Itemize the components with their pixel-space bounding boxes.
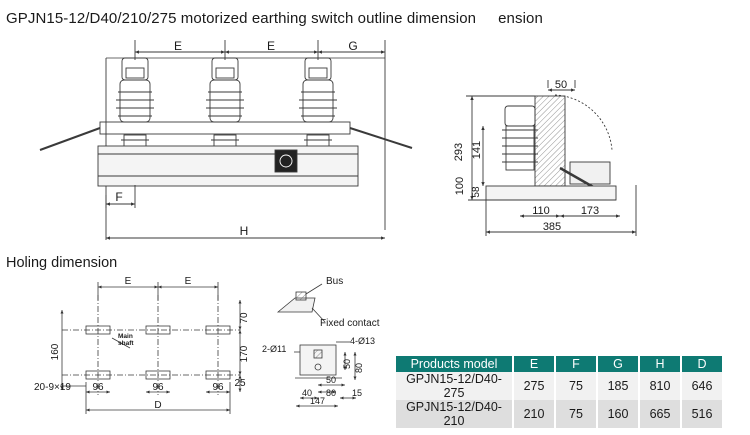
holing-dim-e2: E [185, 276, 192, 287]
dim-293: 293 [453, 143, 465, 161]
holing-dim-70: 70 [239, 312, 250, 324]
dim-110: 110 [532, 205, 550, 217]
contact-view [276, 283, 357, 408]
holing-dim-d: D [154, 400, 161, 411]
contact-dim-15: 15 [352, 388, 362, 398]
bus-label: Bus [326, 276, 343, 287]
holing-dim-96c: 96 [212, 382, 224, 393]
page-title: GPJN15-12/D40/210/275 motorized earthing… [6, 10, 543, 27]
dim-e2: E [267, 39, 275, 53]
cell-g: 160 [597, 400, 640, 428]
cell-model: GPJN15-12/D40-210 [396, 400, 514, 428]
title-main: GPJN15-12/D40/210/275 motorized earthing… [6, 10, 477, 27]
contact-dim-80a: 80 [354, 363, 364, 373]
cell-h: 810 [639, 372, 682, 400]
side-view [466, 80, 637, 236]
holing-dim-e1: E [125, 276, 132, 287]
dim-50: 50 [555, 79, 567, 91]
contact-dim-50b: 50 [326, 375, 336, 385]
cell-d: 646 [681, 372, 724, 400]
holing-view [60, 282, 242, 414]
cell-f: 75 [555, 400, 598, 428]
contact-dim-50a: 50 [342, 359, 352, 369]
holing-dimension-heading: Holing dimension [6, 255, 118, 271]
dim-100: 100 [454, 177, 466, 195]
holing-dim-96b: 96 [152, 382, 164, 393]
col-header-d: D [681, 356, 724, 372]
cell-e: 275 [513, 372, 556, 400]
col-header-f: F [555, 356, 598, 372]
title-tail: ension [498, 10, 543, 27]
holing-dim-160: 160 [50, 343, 61, 360]
col-header-g: G [597, 356, 640, 372]
dim-e1: E [174, 39, 182, 53]
products-table: Products model E F G H D GPJN15-12/D40-2… [396, 356, 724, 428]
holing-dim-25: 25 [234, 378, 246, 389]
col-header-h: H [639, 356, 682, 372]
fixed-contact-label: Fixed contact [320, 318, 380, 329]
dim-f: F [115, 190, 122, 204]
contact-dim-80b: 80 [326, 388, 336, 398]
cell-e: 210 [513, 400, 556, 428]
cell-f: 75 [555, 372, 598, 400]
main-shaft-label-2: shaft [118, 340, 134, 347]
col-header-model: Products model [396, 356, 514, 372]
dim-141: 141 [471, 141, 483, 159]
contact-dim-147: 147 [310, 396, 325, 406]
cell-g: 185 [597, 372, 640, 400]
contact-holes-b: 4-Ø13 [350, 336, 375, 346]
cell-model: GPJN15-12/D40-275 [396, 372, 514, 400]
dim-385: 385 [543, 221, 561, 233]
contact-dim-40: 40 [302, 388, 312, 398]
col-header-e: E [513, 356, 556, 372]
main-shaft-label-1: Main [118, 333, 133, 340]
cell-d: 516 [681, 400, 724, 428]
holing-dim-96a: 96 [92, 382, 104, 393]
dim-g: G [348, 39, 357, 53]
table-row: GPJN15-12/D40-210 210 75 160 665 516 [396, 400, 724, 428]
contact-holes-a: 2-Ø11 [262, 344, 286, 354]
table-row: GPJN15-12/D40-275 275 75 185 810 646 [396, 372, 724, 400]
holing-holes: 20-9×19 [34, 382, 71, 393]
cell-h: 665 [639, 400, 682, 428]
dim-173: 173 [581, 205, 599, 217]
dim-58: 58 [471, 186, 482, 198]
holing-dim-170: 170 [239, 345, 250, 362]
front-view [39, 40, 413, 240]
dim-h: H [240, 224, 249, 238]
